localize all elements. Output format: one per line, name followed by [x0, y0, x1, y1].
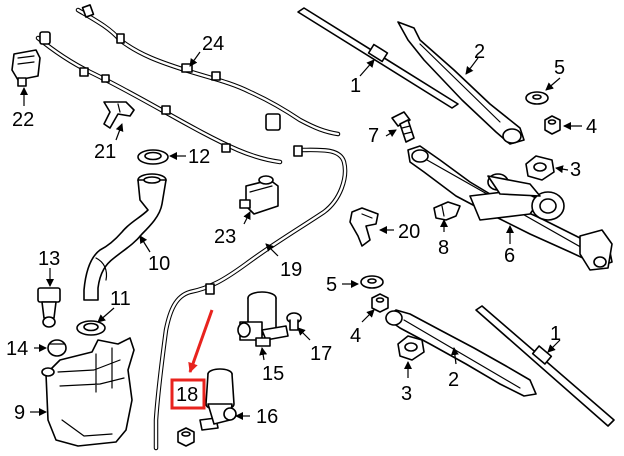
callout-1-bottom: 1 — [550, 323, 561, 345]
callout-2-top: 2 — [474, 41, 485, 63]
callout-20: 20 — [398, 221, 420, 243]
highlight-arrow — [188, 309, 214, 373]
callout-4-bottom: 4 — [350, 325, 361, 347]
module-23 — [239, 175, 279, 215]
callout-16: 16 — [256, 406, 278, 428]
washer-hose-19 — [153, 145, 348, 451]
callout-3-top: 3 — [570, 159, 581, 181]
callout-1-top: 1 — [350, 75, 361, 97]
callout-5-bottom: 5 — [326, 274, 337, 296]
leader-lines — [20, 51, 582, 420]
callout-22: 22 — [12, 109, 34, 131]
callout-21: 21 — [94, 141, 116, 163]
highlight-18 — [170, 309, 214, 410]
grommet-11 — [76, 320, 106, 336]
callout-11: 11 — [110, 288, 131, 310]
callout-4-top: 4 — [586, 116, 597, 138]
pump-15 — [237, 291, 289, 347]
callout-8: 8 — [438, 237, 449, 259]
callout-2-bottom: 2 — [448, 369, 459, 391]
nut-4-top — [544, 115, 561, 135]
callout-17: 17 — [310, 343, 332, 365]
sensor-22 — [11, 49, 41, 87]
wiper-blade-1-top — [297, 7, 459, 109]
callout-labels: 1 1 2 2 3 3 4 4 5 5 6 7 8 9 10 11 12 13 … — [6, 33, 597, 428]
filler-neck-10 — [83, 173, 167, 301]
cap-14 — [47, 339, 67, 357]
callout-10: 10 — [148, 253, 170, 275]
callout-19: 19 — [280, 259, 302, 281]
nut-4-bottom — [371, 293, 389, 313]
pump-16 — [199, 368, 237, 431]
linkage-6 — [407, 145, 613, 271]
cap-3-top — [525, 155, 555, 181]
level-sensor-13 — [37, 287, 61, 328]
grommet-12 — [137, 149, 169, 165]
callout-6: 6 — [504, 245, 515, 267]
washer-5-bottom — [360, 275, 384, 289]
bolt-7 — [391, 111, 415, 143]
cap-3-bottom — [397, 335, 425, 361]
highlight-box — [170, 378, 206, 410]
callout-24: 24 — [202, 33, 224, 55]
callout-23: 23 — [214, 226, 236, 248]
wiper-arm-2-top — [397, 21, 525, 145]
callout-14: 14 — [6, 338, 28, 360]
callout-3-bottom: 3 — [401, 383, 412, 405]
callout-15: 15 — [262, 363, 284, 385]
wiper-blade-1-bottom — [475, 305, 615, 427]
callout-18: 18 — [176, 384, 198, 406]
callout-13: 13 — [38, 248, 60, 270]
wiper-arm-2-bottom — [385, 309, 537, 397]
sensor-20 — [349, 207, 379, 247]
wiring-harness-24 — [35, 4, 341, 165]
bracket-8 — [433, 201, 461, 221]
callout-7: 7 — [368, 125, 379, 147]
clip-21 — [103, 101, 135, 129]
callout-12: 12 — [188, 146, 210, 168]
nut-18 — [177, 427, 195, 447]
callout-5-top: 5 — [554, 57, 565, 79]
washer-5-top — [525, 91, 549, 105]
callout-9: 9 — [14, 402, 25, 424]
reservoir-9 — [41, 337, 135, 447]
grommet-17 — [286, 312, 302, 331]
